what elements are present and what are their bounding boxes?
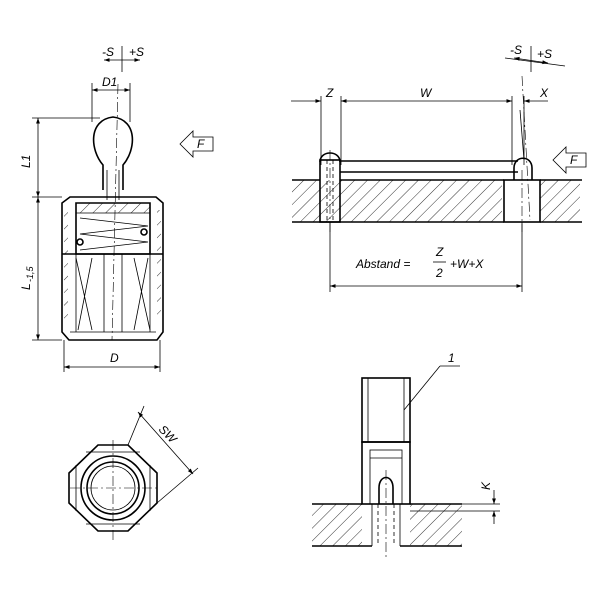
l1-dimension: L1 xyxy=(19,117,100,198)
front-section-view: -S +S D1 L1 L -1,5 xyxy=(19,45,214,372)
d-label: D xyxy=(110,351,119,365)
stroke-indicator-front: -S +S xyxy=(102,45,144,72)
l-dimension: L -1,5 xyxy=(19,197,62,341)
d-dimension: D xyxy=(63,340,161,372)
zwx-dimensions: Z W X xyxy=(291,86,549,165)
k-dimension: K xyxy=(410,481,500,524)
top-view: SW xyxy=(68,405,199,540)
installation-view: -S +S Z W X xyxy=(291,43,587,292)
abstand-dimension: Abstand = Z 2 +W+X xyxy=(329,222,523,292)
d1-label: D1 xyxy=(102,75,117,89)
force-arrow-front: F xyxy=(179,130,214,158)
fraction-numerator: Z xyxy=(435,245,444,259)
detail-section-view: 1 K xyxy=(312,351,500,560)
plunger-knob xyxy=(92,116,134,200)
formula-rest: +W+X xyxy=(450,257,484,271)
f-label-right: F xyxy=(570,153,578,167)
l1-label: L1 xyxy=(19,155,33,168)
part-1-callout: 1 xyxy=(403,351,460,411)
x-label: X xyxy=(539,86,549,100)
w-label: W xyxy=(420,86,433,100)
f-label-front: F xyxy=(197,137,205,151)
plus-s-label-front: +S xyxy=(129,45,144,59)
l-label: L xyxy=(19,283,33,290)
z-label: Z xyxy=(325,86,334,100)
stroke-indicator-right: -S +S xyxy=(504,43,566,72)
part-1-label: 1 xyxy=(448,351,455,365)
minus-s-label-front: -S xyxy=(102,45,114,59)
k-label: K xyxy=(479,481,493,490)
fraction-denominator: 2 xyxy=(435,266,443,280)
force-arrow-right: F xyxy=(552,146,587,174)
minus-s-label-right: -S xyxy=(510,43,522,57)
plunger-body xyxy=(61,196,164,341)
l-tolerance-label: -1,5 xyxy=(25,265,35,282)
installed-plunger xyxy=(503,157,541,232)
sw-label: SW xyxy=(156,422,181,447)
plus-s-label-right: +S xyxy=(537,47,552,61)
abstand-label: Abstand = xyxy=(355,257,410,271)
